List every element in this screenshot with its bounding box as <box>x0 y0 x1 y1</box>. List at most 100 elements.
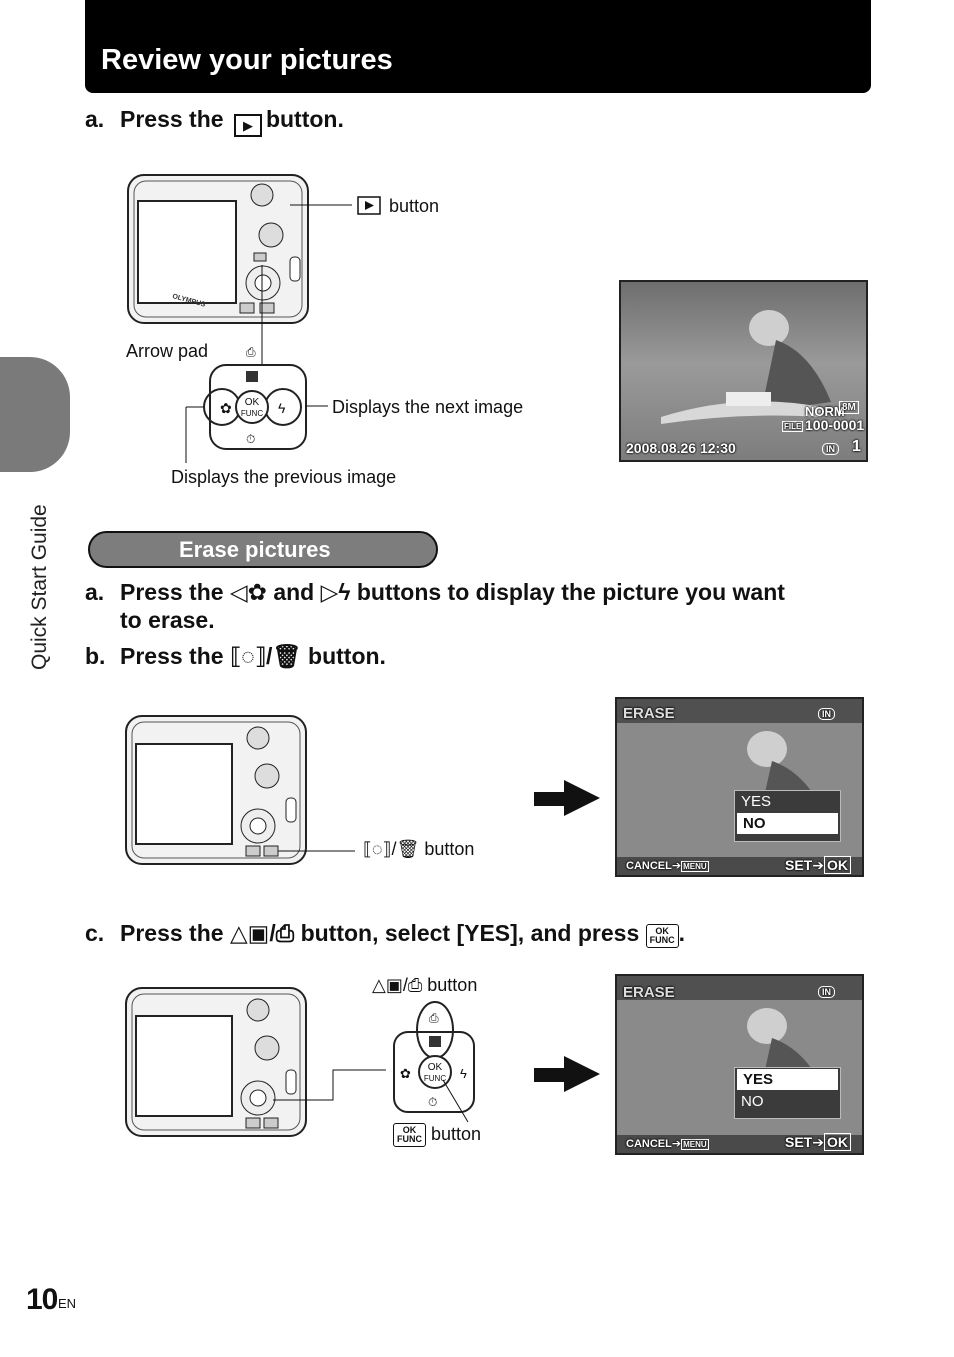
func-text: FUNC <box>397 1134 422 1144</box>
step-letter: c. <box>85 920 105 946</box>
camera-body <box>127 174 309 324</box>
cancel-label: CANCEL <box>626 860 672 872</box>
ok-key: OK <box>823 1133 851 1151</box>
next-image-label: Displays the next image <box>332 397 524 417</box>
shake-erase-icon: ⟦◌⟧/🗑 <box>363 839 420 859</box>
svg-text:✿: ✿ <box>220 400 232 416</box>
step-c: c. Press the △▣/⎙ button, select [YES], a… <box>85 920 686 948</box>
func-text: FUNC <box>649 935 675 945</box>
ok-label: OK <box>245 397 260 408</box>
camera-figure-2 <box>125 715 600 865</box>
button-label: button <box>424 839 475 859</box>
step-text: button. <box>265 106 344 132</box>
memory-indicator: IN <box>818 986 835 998</box>
step-text: Press the <box>120 920 224 946</box>
step-text: Press the <box>120 643 224 669</box>
step-review-a: a. Press the ▶button. <box>85 106 344 137</box>
step-text: button, select [YES], and press <box>300 920 640 946</box>
camera-figure-3: OK FUNC ⎙ ✿ ϟ ⏱ <box>125 987 600 1137</box>
right-flash-icon: ▷ϟ <box>320 579 351 605</box>
up-exposure-print-icon: △▣/⎙ <box>372 975 423 995</box>
side-tab <box>0 357 70 472</box>
up-button-label: △▣/⎙ button <box>372 975 477 996</box>
play-button-label: button <box>389 196 440 216</box>
norm-indicator: NORM <box>805 404 845 419</box>
erase-menu: YES NO <box>734 1067 841 1119</box>
button-label: button <box>431 1124 482 1144</box>
shake-erase-button-label: ⟦◌⟧/🗑 button <box>363 839 474 860</box>
playback-photo: NORM 8M FILE 100-0001 2008.08.26 12:30 I… <box>619 280 868 462</box>
size-indicator: 8M <box>839 401 859 414</box>
svg-text:✿: ✿ <box>400 1066 411 1081</box>
step-a: a.Press the ◁✿ and ▷ϟ buttons to display… <box>85 579 785 606</box>
set-label: SET <box>785 857 813 873</box>
step-text: and <box>273 579 315 605</box>
file-number: 100-0001 <box>805 417 865 433</box>
svg-text:⏱: ⏱ <box>428 1095 437 1109</box>
svg-text:⎙: ⎙ <box>429 1011 439 1025</box>
memory-indicator: IN <box>822 443 839 455</box>
arrow-pad: OK FUNC ⎙ ✿ ϟ ⏱ <box>393 1001 475 1113</box>
set-label: SET <box>785 1134 813 1150</box>
datetime: 2008.08.26 12:30 <box>626 440 736 456</box>
cancel-hint: CANCEL➔MENU <box>626 1138 709 1150</box>
step-text: Press the <box>120 106 224 132</box>
cancel-hint: CANCEL➔MENU <box>626 860 709 872</box>
memory-indicator: IN <box>818 708 835 720</box>
ok-label: OK <box>428 1062 443 1073</box>
svg-text:ϟ: ϟ <box>460 1066 467 1081</box>
shake-erase-icon: ⟦◌⟧/🗑 <box>229 643 302 669</box>
ok-text: OK <box>655 926 669 936</box>
menu-option-no[interactable]: NO <box>741 1093 764 1110</box>
cancel-label: CANCEL <box>626 1138 672 1150</box>
step-a-continued: to erase. <box>120 607 215 633</box>
erase-screen-yes: ERASE IN YES NO CANCEL➔MENU SET➔OK <box>615 974 864 1155</box>
up-exposure-print-icon: △▣/⎙ <box>229 920 295 946</box>
screen-title: ERASE <box>623 705 675 722</box>
menu-option-yes[interactable]: YES <box>737 1069 838 1090</box>
section-title: Erase pictures <box>179 537 331 562</box>
ok-key: OK <box>823 856 851 874</box>
page-language: EN <box>58 1296 77 1311</box>
step-letter: b. <box>85 643 106 669</box>
side-tab-label: Quick Start Guide <box>28 504 51 670</box>
frame-count: 1 <box>852 438 861 455</box>
set-hint: SET➔OK <box>785 1133 851 1151</box>
set-hint: SET➔OK <box>785 856 851 874</box>
step-letter: a. <box>85 579 105 605</box>
svg-text:ϟ: ϟ <box>278 400 286 416</box>
file-indicator: FILE <box>782 421 804 432</box>
photo-image <box>621 282 866 460</box>
svg-text:⎙: ⎙ <box>246 345 256 359</box>
erase-menu: YES NO <box>734 790 841 842</box>
ok-text: OK <box>402 1125 417 1135</box>
page-number: 10 <box>26 1283 58 1316</box>
header-bar <box>85 0 871 93</box>
menu-key: MENU <box>681 861 709 872</box>
step-letter: a. <box>85 106 105 132</box>
camera-figure-1: OLYMPUS OK FUNC ✿ ϟ ⏱ ⎙ <box>127 174 381 463</box>
screen-title: ERASE <box>623 984 675 1001</box>
photo-image <box>617 976 862 1153</box>
step-text: buttons to display the picture you want <box>356 579 785 605</box>
svg-text:⏱: ⏱ <box>246 432 255 446</box>
arrow-pad: OK FUNC ✿ ϟ ⏱ <box>203 364 307 450</box>
erase-screen-no: ERASE IN YES NO CANCEL➔MENU SET➔OK <box>615 697 864 877</box>
previous-image-label: Displays the previous image <box>171 467 397 487</box>
menu-option-no[interactable]: NO <box>737 813 838 834</box>
func-label: FUNC <box>424 1074 446 1083</box>
step-b: b. Press the ⟦◌⟧/🗑 button. <box>85 643 386 670</box>
menu-option-yes[interactable]: YES <box>741 793 772 810</box>
step-text: button. <box>308 643 386 669</box>
play-icon: ▶ <box>233 114 262 137</box>
step-text: Press the <box>120 579 224 605</box>
page-title: Review your pictures <box>101 44 393 76</box>
arrow-pad-label: Arrow pad <box>126 341 209 361</box>
menu-key: MENU <box>681 1139 709 1150</box>
photo-image <box>617 699 862 875</box>
func-label: FUNC <box>241 409 263 418</box>
button-label: button <box>427 975 478 995</box>
